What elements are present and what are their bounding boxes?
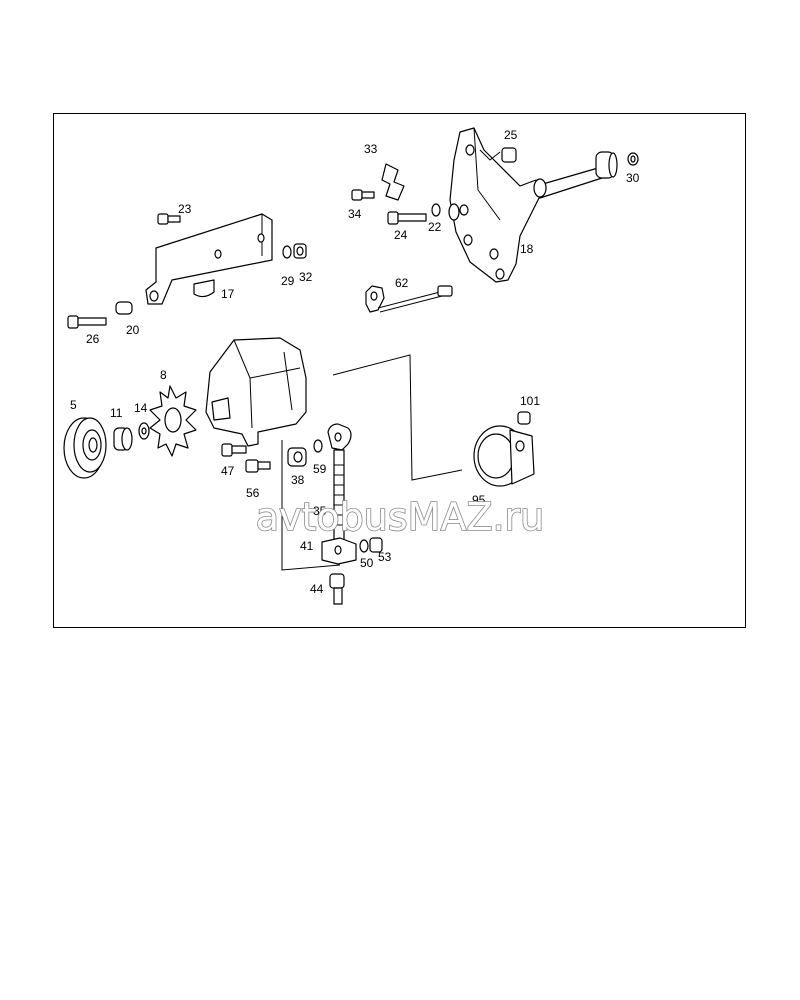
callout-38: 38 — [291, 473, 305, 487]
callout-24: 24 — [394, 228, 408, 242]
part-nut-38 — [287, 447, 307, 467]
callout-11: 11 — [110, 406, 123, 420]
callout-22: 22 — [428, 220, 442, 234]
part-washer-50 — [359, 539, 369, 553]
part-alternator-housing — [205, 337, 307, 447]
part-spacer — [113, 427, 133, 451]
part-washer-29 — [282, 245, 292, 259]
part-washer-22 — [431, 203, 441, 217]
callout-29: 29 — [281, 274, 295, 288]
part-adjusting-rod-35 — [327, 423, 352, 541]
callout-labels: 5 8 11 14 17 18 20 22 23 24 25 26 29 30 … — [70, 128, 640, 596]
callout-95: 95 — [472, 493, 486, 507]
callout-20: 20 — [126, 323, 140, 337]
part-cable-62 — [365, 285, 453, 313]
callout-14: 14 — [134, 401, 148, 415]
part-nut-25 — [501, 147, 517, 163]
callout-53: 53 — [378, 550, 392, 564]
callout-56: 56 — [246, 486, 260, 500]
part-clip-33 — [381, 163, 405, 201]
assembly-lines — [281, 354, 463, 571]
part-bracket-17 — [145, 213, 273, 305]
callout-30: 30 — [626, 171, 640, 185]
callout-34: 34 — [348, 207, 362, 221]
callout-18: 18 — [520, 242, 534, 256]
part-bracket-18 — [448, 127, 618, 283]
callout-35: 35 — [313, 504, 327, 518]
part-bolt-26 — [67, 315, 107, 329]
part-nut-53 — [369, 537, 383, 553]
part-bolt-47 — [221, 443, 247, 457]
part-end-housing-95 — [473, 425, 535, 487]
callout-59: 59 — [313, 462, 327, 476]
callout-5: 5 — [70, 398, 77, 412]
part-pulley — [63, 417, 107, 479]
part-washer-59 — [313, 439, 323, 453]
part-bolt-23 — [157, 213, 181, 225]
callout-50: 50 — [360, 556, 374, 570]
callout-23: 23 — [178, 202, 192, 216]
callout-32: 32 — [299, 270, 313, 284]
callout-47: 47 — [221, 464, 235, 478]
part-bolt-24 — [387, 211, 427, 225]
callout-8: 8 — [160, 368, 167, 382]
part-bolt-44 — [329, 573, 345, 605]
diagram-frame — [53, 113, 746, 628]
watermark: avtobusMAZ.ru — [256, 495, 545, 539]
callout-101: 101 — [520, 394, 540, 408]
part-nut-30 — [627, 152, 639, 166]
callout-62: 62 — [395, 276, 409, 290]
part-sleeve-20 — [115, 301, 133, 315]
callout-33: 33 — [364, 142, 378, 156]
callout-17: 17 — [221, 287, 235, 301]
callout-25: 25 — [504, 128, 518, 142]
callout-26: 26 — [86, 332, 100, 346]
part-nut-32 — [293, 243, 307, 259]
part-nut-101 — [517, 411, 531, 425]
callout-41: 41 — [300, 539, 314, 553]
part-bolt-56 — [245, 459, 271, 473]
part-block-41 — [321, 537, 357, 565]
callout-44: 44 — [310, 582, 324, 596]
part-washer-14 — [138, 422, 150, 440]
part-fan — [149, 385, 197, 457]
part-bolt-34 — [351, 189, 375, 201]
